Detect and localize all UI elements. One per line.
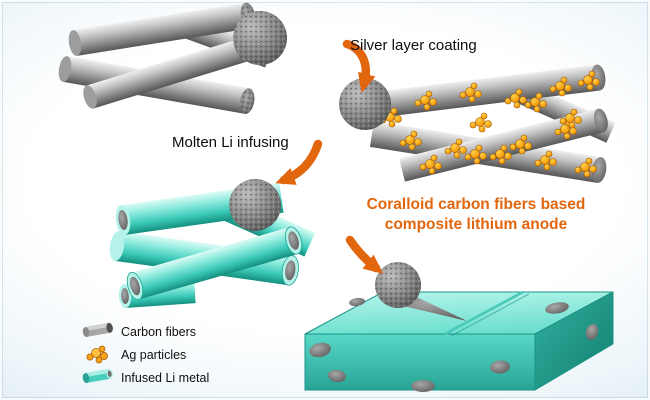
- legend: Carbon fibers Ag particles: [82, 321, 209, 389]
- fiber-end-sphere: [339, 78, 391, 130]
- li-infused-fibers-illustration: [109, 179, 316, 308]
- ag-particles-icon: [86, 345, 108, 364]
- block-seam: [444, 290, 524, 336]
- coated-fiber-rod: [399, 108, 608, 182]
- carbon-fibers-illustration: [58, 2, 287, 114]
- molten-li-label: Molten Li infusing: [172, 134, 289, 151]
- legend-label-carbon-fibers: Carbon fibers: [121, 325, 197, 339]
- legend-item-ag-particles: Ag particles: [82, 344, 209, 366]
- block-seam-shadow: [450, 293, 530, 337]
- silver-coated-fibers-illustration: [339, 64, 616, 183]
- carbon-fiber-icon: [82, 322, 113, 337]
- arrow-silver-coating-icon: [342, 39, 376, 93]
- legend-item-carbon-fibers: Carbon fibers: [82, 321, 209, 343]
- fiber-cross-sections: [309, 297, 599, 392]
- silver-coating-label: Silver layer coating: [350, 37, 477, 54]
- result-label-line1: Coralloid carbon fibers based: [366, 196, 586, 213]
- legend-item-infused-li: Infused Li metal: [82, 367, 209, 389]
- li-fiber-tube: [126, 226, 303, 300]
- block-front-face: [304, 333, 536, 391]
- fiber-end-sphere: [233, 11, 287, 65]
- fiber-end-sphere: [375, 262, 421, 308]
- fiber-end-sphere: [229, 179, 281, 231]
- legend-label-ag-particles: Ag particles: [121, 348, 187, 362]
- result-label: Coralloid carbon fibers based composite …: [322, 195, 630, 236]
- arrow-molten-li-icon: [275, 139, 323, 185]
- result-label-line2: composite lithium anode: [384, 216, 568, 234]
- infused-li-metal-icon: [82, 368, 113, 383]
- composite-anode-illustration: [304, 262, 614, 392]
- legend-label-infused-li: Infused Li metal: [121, 371, 210, 385]
- arrow-result-icon: [345, 235, 384, 274]
